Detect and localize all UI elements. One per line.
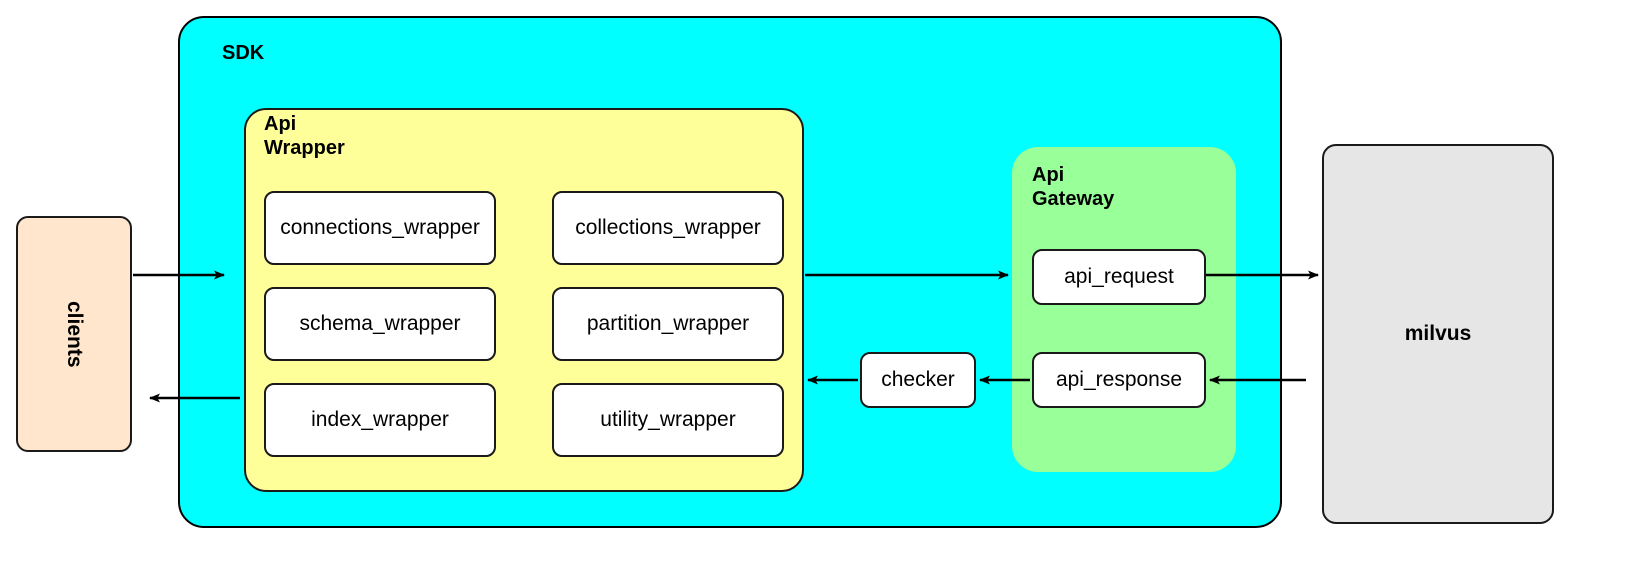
node-label: clients [63, 300, 86, 368]
node-label: checker [881, 368, 955, 392]
node-index-wrapper[interactable]: index_wrapper [264, 383, 496, 457]
node-label: collections_wrapper [575, 216, 761, 240]
node-label: index_wrapper [311, 408, 449, 432]
node-label: partition_wrapper [586, 312, 750, 336]
api-gateway-label: Api Gateway [1032, 164, 1115, 210]
node-label: api_response [1055, 368, 1183, 392]
node-collections-wrapper[interactable]: collections_wrapper [552, 191, 784, 265]
node-schema-wrapper[interactable]: schema_wrapper [264, 287, 496, 361]
node-clients[interactable]: clients [16, 216, 132, 452]
node-label: connections_wrapper [280, 216, 480, 240]
node-label: schema_wrapper [299, 312, 461, 336]
node-api-response[interactable]: api_response [1032, 352, 1206, 408]
node-utility-wrapper[interactable]: utility_wrapper [552, 383, 784, 457]
node-checker[interactable]: checker [860, 352, 976, 408]
node-milvus[interactable]: milvus [1322, 144, 1554, 524]
sdk-label: SDK [222, 42, 265, 64]
node-label: api_request [1064, 265, 1174, 289]
node-api-request[interactable]: api_request [1032, 249, 1206, 305]
node-label: utility_wrapper [600, 408, 736, 432]
api-wrapper-label: Api Wrapper [264, 113, 345, 159]
node-partition-wrapper[interactable]: partition_wrapper [552, 287, 784, 361]
node-label: milvus [1404, 322, 1472, 345]
node-connections-wrapper[interactable]: connections_wrapper [264, 191, 496, 265]
api-gateway-container [1012, 147, 1236, 472]
